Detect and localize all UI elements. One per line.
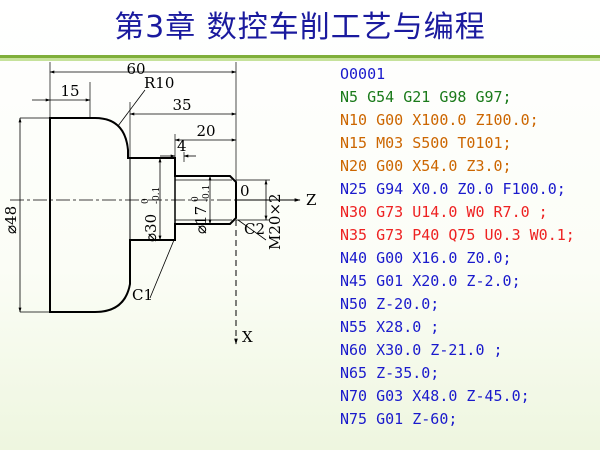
part-outline (49, 117, 237, 313)
slide-title: 第3章 数控车削工艺与编程 (114, 10, 486, 45)
dim-20: 20 (196, 122, 215, 140)
axis-x-label: X (242, 328, 253, 346)
title-rule-light (0, 58, 600, 61)
dia-30-tol-upper: 0 (141, 198, 151, 204)
thread-m20: M20×2 (266, 193, 284, 250)
program-line: O0001 (340, 65, 386, 83)
program-line: N65 Z-35.0; (340, 364, 440, 382)
program-line: N25 G94 X0.0 Z0.0 F100.0; (340, 180, 566, 198)
part-drawing-svg: 60 15 R10 35 20 4 ⌀48 ⌀30 0 -0.1 ⌀17 0 -… (2, 62, 316, 346)
dia-30: ⌀30 (142, 214, 160, 242)
program-line: N50 Z-20.0; (340, 295, 440, 313)
dia-17: ⌀17 (192, 206, 210, 234)
program-line: N15 M03 S500 T0101; (340, 134, 512, 152)
chamfer-c1: C1 (132, 286, 153, 304)
program-line: N10 G00 X100.0 Z100.0; (340, 111, 539, 129)
dim-r10: R10 (144, 74, 174, 92)
program-line: N55 X28.0 ; (340, 318, 440, 336)
dim-35: 35 (172, 96, 191, 114)
part-drawing: 60 15 R10 35 20 4 ⌀48 ⌀30 0 -0.1 ⌀17 0 -… (0, 62, 332, 362)
program-line: N45 G01 X20.0 Z-2.0; (340, 272, 521, 290)
program-line: N5 G54 G21 G98 G97; (340, 88, 512, 106)
dim-15: 15 (60, 82, 79, 100)
dia-48: ⌀48 (2, 206, 20, 234)
program-line: N35 G73 P40 Q75 U0.3 W0.1; (340, 226, 575, 244)
program-line: N30 G73 U14.0 W0 R7.0 ; (340, 203, 548, 221)
origin-label: 0 (240, 182, 250, 200)
dia-17-tol-lower: -0.1 (202, 185, 212, 202)
program-line: N60 X30.0 Z-21.0 ; (340, 341, 503, 359)
nc-program: O0001 N5 G54 G21 G98 G97; N10 G00 X100.0 Z… (340, 63, 600, 431)
program-line: N40 G00 X16.0 Z0.0; (340, 249, 512, 267)
program-line: N75 G01 Z-60; (340, 410, 458, 428)
dim-4: 4 (177, 137, 187, 155)
title-rule-dark (0, 55, 600, 58)
dia-17-tol-upper: 0 (191, 196, 201, 202)
axis-z-label: Z (306, 191, 316, 209)
dia-30-tol-lower: -0.1 (152, 187, 162, 204)
chamfer-c2: C2 (244, 220, 265, 238)
program-line: N70 G03 X48.0 Z-45.0; (340, 387, 530, 405)
program-line: N20 G00 X54.0 Z3.0; (340, 157, 512, 175)
dim-60: 60 (126, 62, 145, 78)
